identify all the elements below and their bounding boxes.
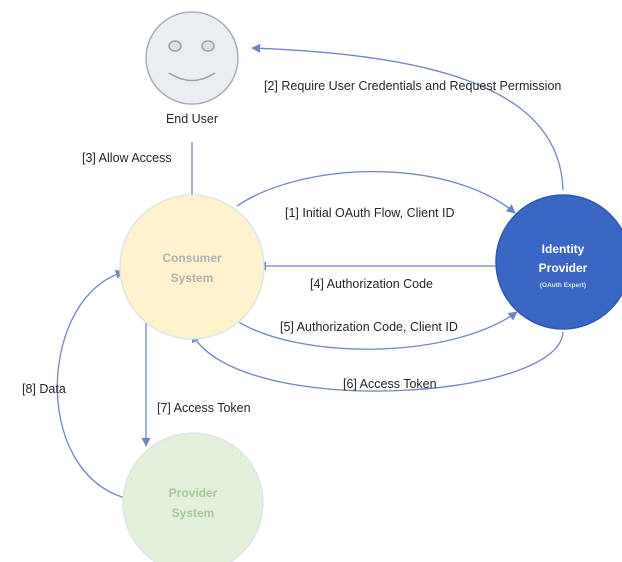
consumer-system-label-line1: Consumer — [162, 251, 222, 265]
end-user-label: End User — [166, 112, 218, 126]
identity-provider-label-line2: Provider — [539, 261, 588, 275]
edge-6-arrow — [191, 331, 564, 392]
identity-provider-node: Identity Provider (OAuth Expert) — [495, 194, 622, 330]
edge-5-label: [5] Authorization Code, Client ID — [280, 320, 458, 334]
identity-provider-label-line1: Identity — [542, 242, 585, 256]
provider-system-node: Provider System — [122, 432, 264, 562]
end-user-face-icon — [145, 11, 239, 105]
end-user-left-eye-icon — [168, 40, 182, 52]
edge-8-arrow — [56, 269, 126, 499]
consumer-system-node: Consumer System — [119, 194, 265, 340]
end-user-node — [145, 11, 239, 105]
edge-5-arrow — [236, 311, 518, 350]
consumer-system-circle — [119, 194, 265, 340]
edge-8-label: [8] Data — [22, 382, 66, 396]
provider-system-circle — [122, 432, 264, 562]
identity-provider-circle — [495, 194, 622, 330]
provider-system-label-line1: Provider — [169, 486, 218, 500]
edge-1-label: [1] Initial OAuth Flow, Client ID — [285, 206, 455, 220]
edge-6-label: [6] Access Token — [343, 377, 437, 391]
edge-4-label: [4] Authorization Code — [310, 277, 433, 291]
edge-3-label: [3] Allow Access — [82, 151, 172, 165]
end-user-right-eye-icon — [201, 40, 215, 52]
identity-provider-sublabel: (OAuth Expert) — [540, 282, 586, 289]
end-user-smile-icon — [168, 72, 216, 82]
edge-1-arrow — [236, 170, 516, 214]
consumer-system-label-line2: System — [171, 271, 214, 285]
provider-system-label-line2: System — [172, 506, 215, 520]
edge-2-arrow — [251, 43, 564, 191]
edge-7-label: [7] Access Token — [157, 401, 251, 415]
edge-2-label: [2] Require User Credentials and Request… — [264, 79, 561, 93]
